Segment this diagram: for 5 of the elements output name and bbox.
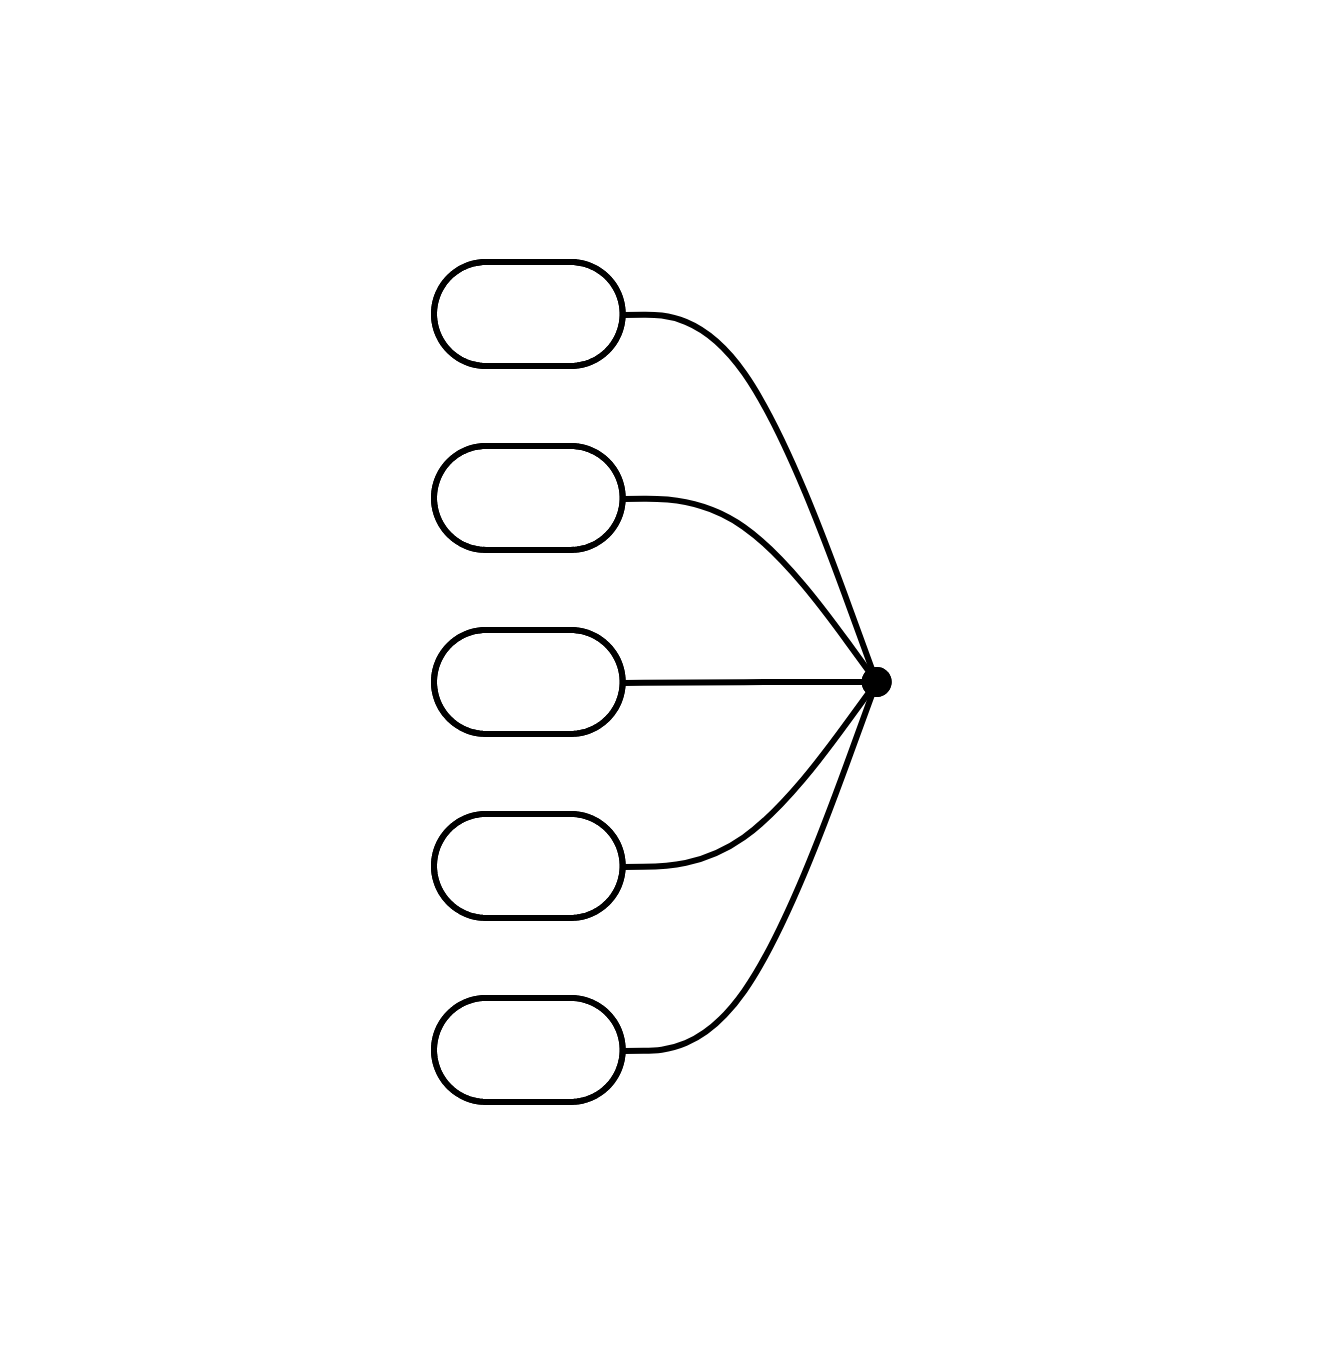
connector bbox=[623, 310, 875, 669]
connector bbox=[623, 693, 875, 1053]
connector bbox=[623, 678, 863, 685]
connector bbox=[623, 690, 871, 869]
connector bbox=[623, 494, 871, 672]
